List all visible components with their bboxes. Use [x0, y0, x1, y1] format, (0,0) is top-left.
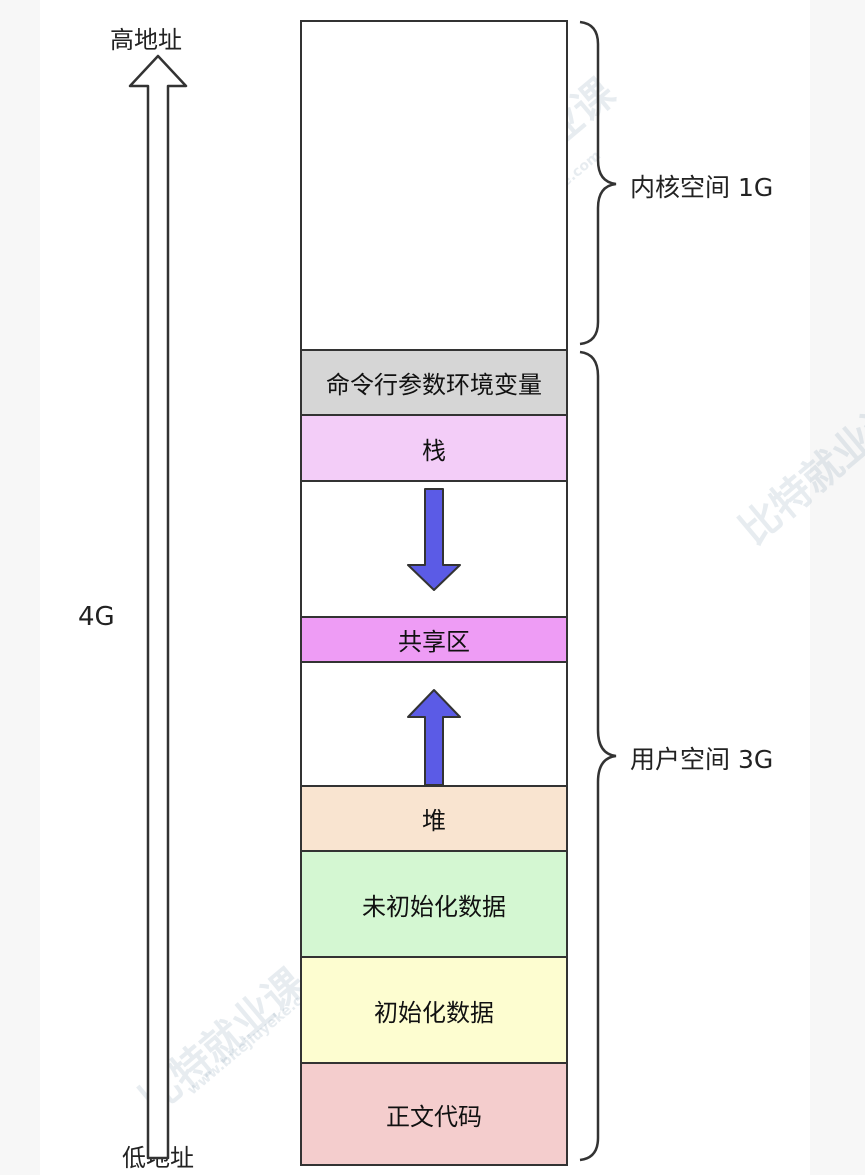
kernel-space-label: 内核空间 1G [630, 173, 774, 202]
kernel-space-block [300, 20, 568, 351]
text-segment: 正文代码 [300, 1062, 568, 1166]
address-direction-arrow [128, 54, 188, 1160]
heap-growth-arrow [407, 689, 461, 786]
user-space-label: 用户空间 3G [630, 745, 774, 774]
stack-segment: 栈 [300, 414, 568, 482]
segment-label: 堆 [422, 807, 446, 835]
user-space-brace [579, 350, 617, 1162]
data-segment: 初始化数据 [300, 956, 568, 1064]
segment-label: 正文代码 [386, 1102, 482, 1131]
total-size-label: 4G [78, 602, 115, 632]
segment-label: 共享区 [398, 628, 470, 656]
segment-label: 栈 [422, 436, 446, 465]
kernel-space-brace [579, 20, 617, 346]
stack-growth-arrow [407, 488, 461, 591]
segment-label: 未初始化数据 [362, 892, 506, 921]
segment-label: 初始化数据 [374, 998, 494, 1027]
high-address-label: 高地址 [110, 26, 182, 54]
segment-label: 命令行参数环境变量 [326, 371, 542, 399]
bss-segment: 未初始化数据 [300, 850, 568, 958]
heap-segment: 堆 [300, 785, 568, 852]
